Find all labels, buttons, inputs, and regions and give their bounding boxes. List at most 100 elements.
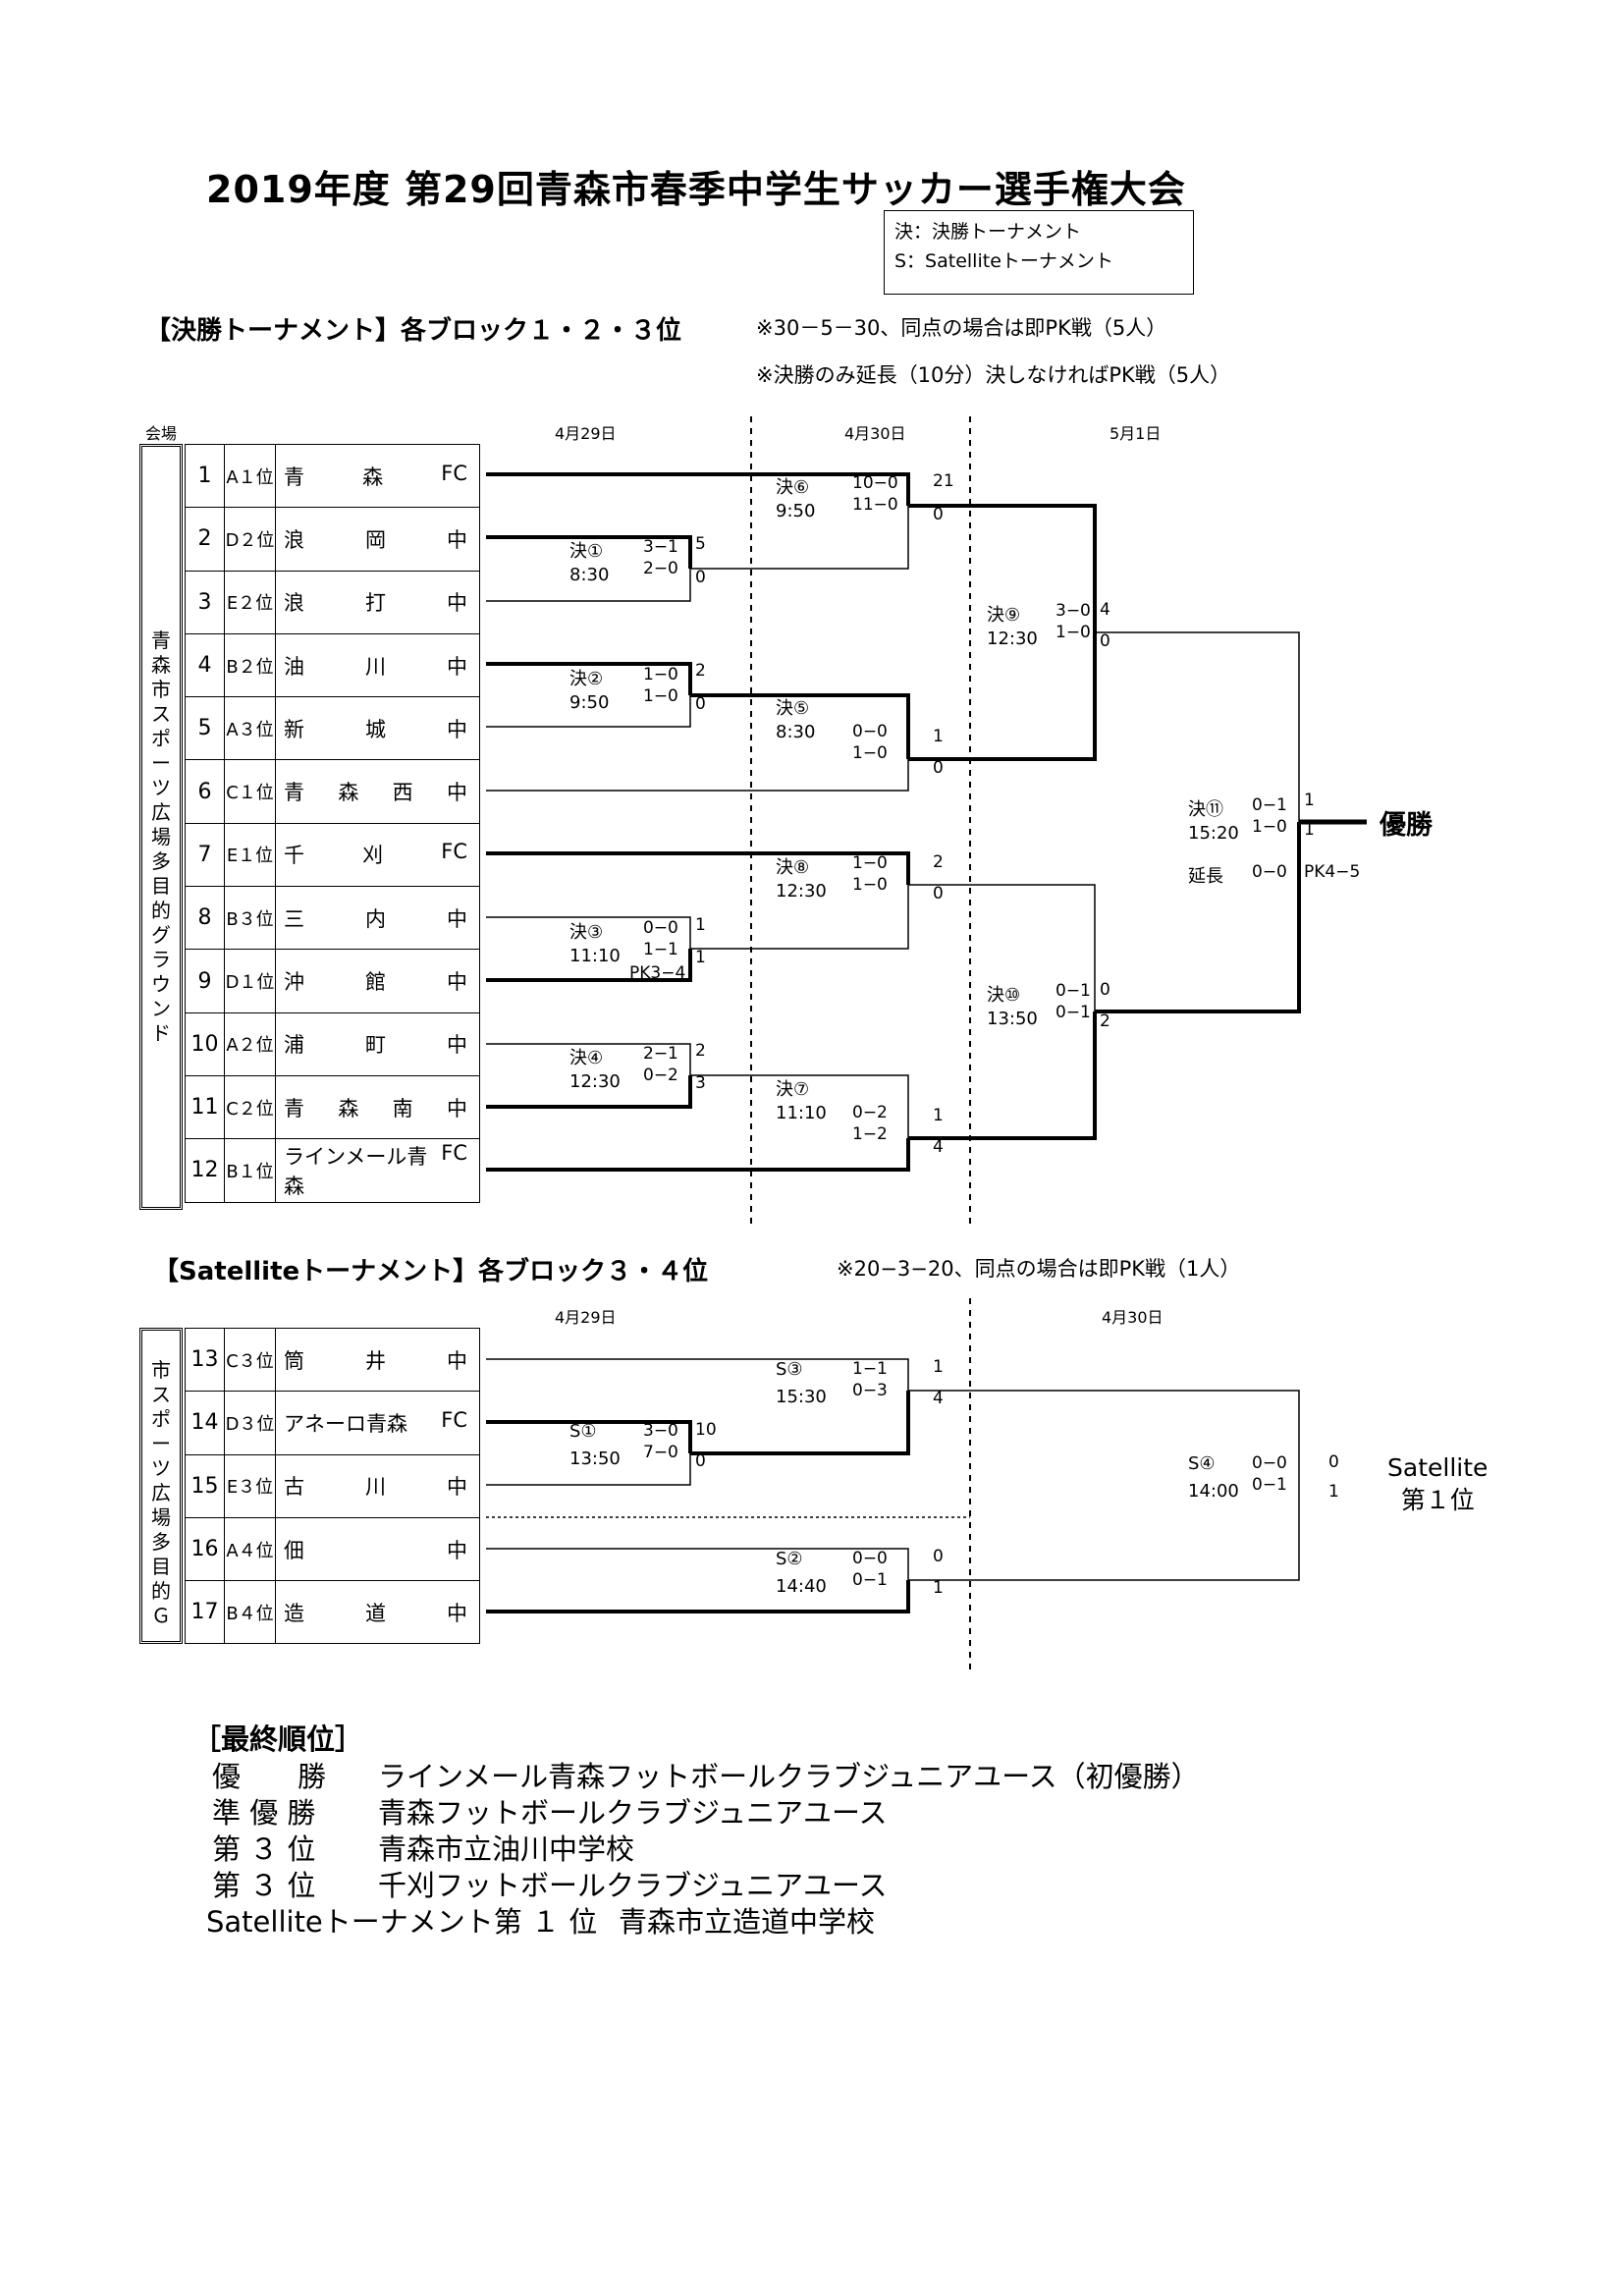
team-number: 7 [185,822,225,888]
venue-char: ウ [151,972,171,996]
match-half-score: 0−1 [1056,981,1091,1001]
team-name-part: 中 [447,717,467,741]
team-name-part: 沖 [284,970,304,995]
match-half-score: 0−1 [852,1570,888,1590]
team-name-part: 中 [447,906,467,931]
match-total-top: 1 [933,727,944,746]
satellite-heading: 【Satelliteトーナメント】各ブロック３・４位 [153,1257,709,1286]
team-name-part: 森 [338,1096,359,1121]
team-seed: A１位 [224,443,276,509]
team-seed: B２位 [224,632,276,698]
match-half-score: 1−0 [852,743,888,763]
match-total-bottom: 0 [933,505,944,524]
match-half-score: 0−1 [1252,1475,1287,1495]
venue-char: 多 [151,1530,171,1554]
ranking-position: 準 優 勝 [212,1796,316,1830]
ranking-heading: ［最終順位］ [192,1722,364,1756]
team-seed: C３位 [224,1327,276,1393]
match-half-score: 7−0 [643,1443,678,1462]
venue-char: 目 [151,1555,171,1578]
venue-char: 的 [151,899,171,922]
team-name-part: ラインメール青森 [284,1144,428,1198]
venue-char: ス [151,702,171,726]
team-number: 12 [185,1138,225,1203]
match-total-top: 10 [695,1420,717,1440]
match-total-top: 21 [933,471,954,491]
team-name-part: 森 [338,781,359,805]
team-name-part: FC [441,840,467,864]
team-name-part: 中 [447,970,467,995]
venue-box: 青森市スポーツ広場多目的グラウンド [139,444,183,1210]
team-name-part: 佃 [284,1538,304,1562]
team-name-part: 古 [284,1475,304,1500]
match-extra-time-label: 延長 [1188,866,1223,887]
team-name: 青森南中 [275,1074,480,1140]
satellite-note: ※20−3−20、同点の場合は即PK戦（1人） [837,1257,1241,1281]
team-name-part: 館 [365,970,386,995]
match-half-score: 3−0 [1056,601,1091,621]
venue-char: 場 [151,825,171,848]
venue-label: 会場 [145,424,178,443]
team-name-part: 中 [446,781,467,805]
venue-char: 広 [151,800,171,824]
match-pk: PK3−4 [629,963,686,983]
team-name-part: 中 [446,1096,467,1121]
venue-char: ド [151,1021,171,1045]
venue-char: ン [151,997,171,1020]
satellite-winner: Satellite 第１位 [1387,1451,1488,1516]
match-time: 13:50 [987,1009,1038,1029]
match-total-top: 2 [933,852,944,872]
team-seed: D２位 [224,507,276,572]
match-half-score: 1−0 [852,875,888,895]
team-name-part: 浪 [284,591,304,616]
match-half-score: 2−1 [643,1044,678,1064]
team-seed: A２位 [224,1011,276,1076]
match-time: 11:10 [776,1103,827,1123]
team-name-part: 三 [284,906,304,931]
match-total-bottom: 3 [695,1073,706,1093]
team-name-part: 道 [365,1601,386,1625]
venue-char: 青 [151,629,171,652]
match-label: 決⑦ [776,1079,810,1100]
ranking-position: Satelliteトーナメント第 １ 位 [206,1905,598,1939]
team-name: 油川中 [275,632,480,698]
team-name: 佃中 [275,1516,480,1582]
team-name-part: 町 [365,1033,386,1058]
match-label: S① [569,1421,597,1442]
venue-char: 広 [151,1481,171,1504]
team-seed: D１位 [224,949,276,1013]
team-number: 1 [185,443,225,509]
match-half-score: 0−0 [852,722,888,741]
match-pk: PK4−5 [1304,862,1361,882]
team-name-part: FC [441,461,467,485]
team-name-part: 造 [284,1601,304,1625]
match-label: 決① [569,541,604,562]
match-total-bottom: 2 [1100,1011,1110,1031]
team-seed: E３位 [224,1453,276,1518]
team-name-part: 中 [447,1475,467,1500]
team-seed: D３位 [224,1391,276,1455]
match-time: 11:10 [569,946,621,966]
team-seed: C１位 [224,759,276,824]
date-label: 4月29日 [555,1308,617,1327]
venue-char: 市 [151,1358,171,1382]
team-name-part: 千 [284,844,304,868]
venue-char: ポ [151,727,171,750]
match-total-bottom: 1 [933,1578,944,1598]
match-half-score: 0−0 [852,1549,888,1568]
team-name-part: 青 [284,465,304,489]
match-label: 決⑩ [987,985,1021,1006]
date-label: 5月1日 [1110,424,1162,443]
ranking-position: 第 ３ 位 [212,1869,316,1902]
venue-char: 目 [151,874,171,898]
match-total-bottom: 0 [933,884,944,903]
main-note-1: ※30－5－30、同点の場合は即PK戦（5人） [756,316,1167,340]
